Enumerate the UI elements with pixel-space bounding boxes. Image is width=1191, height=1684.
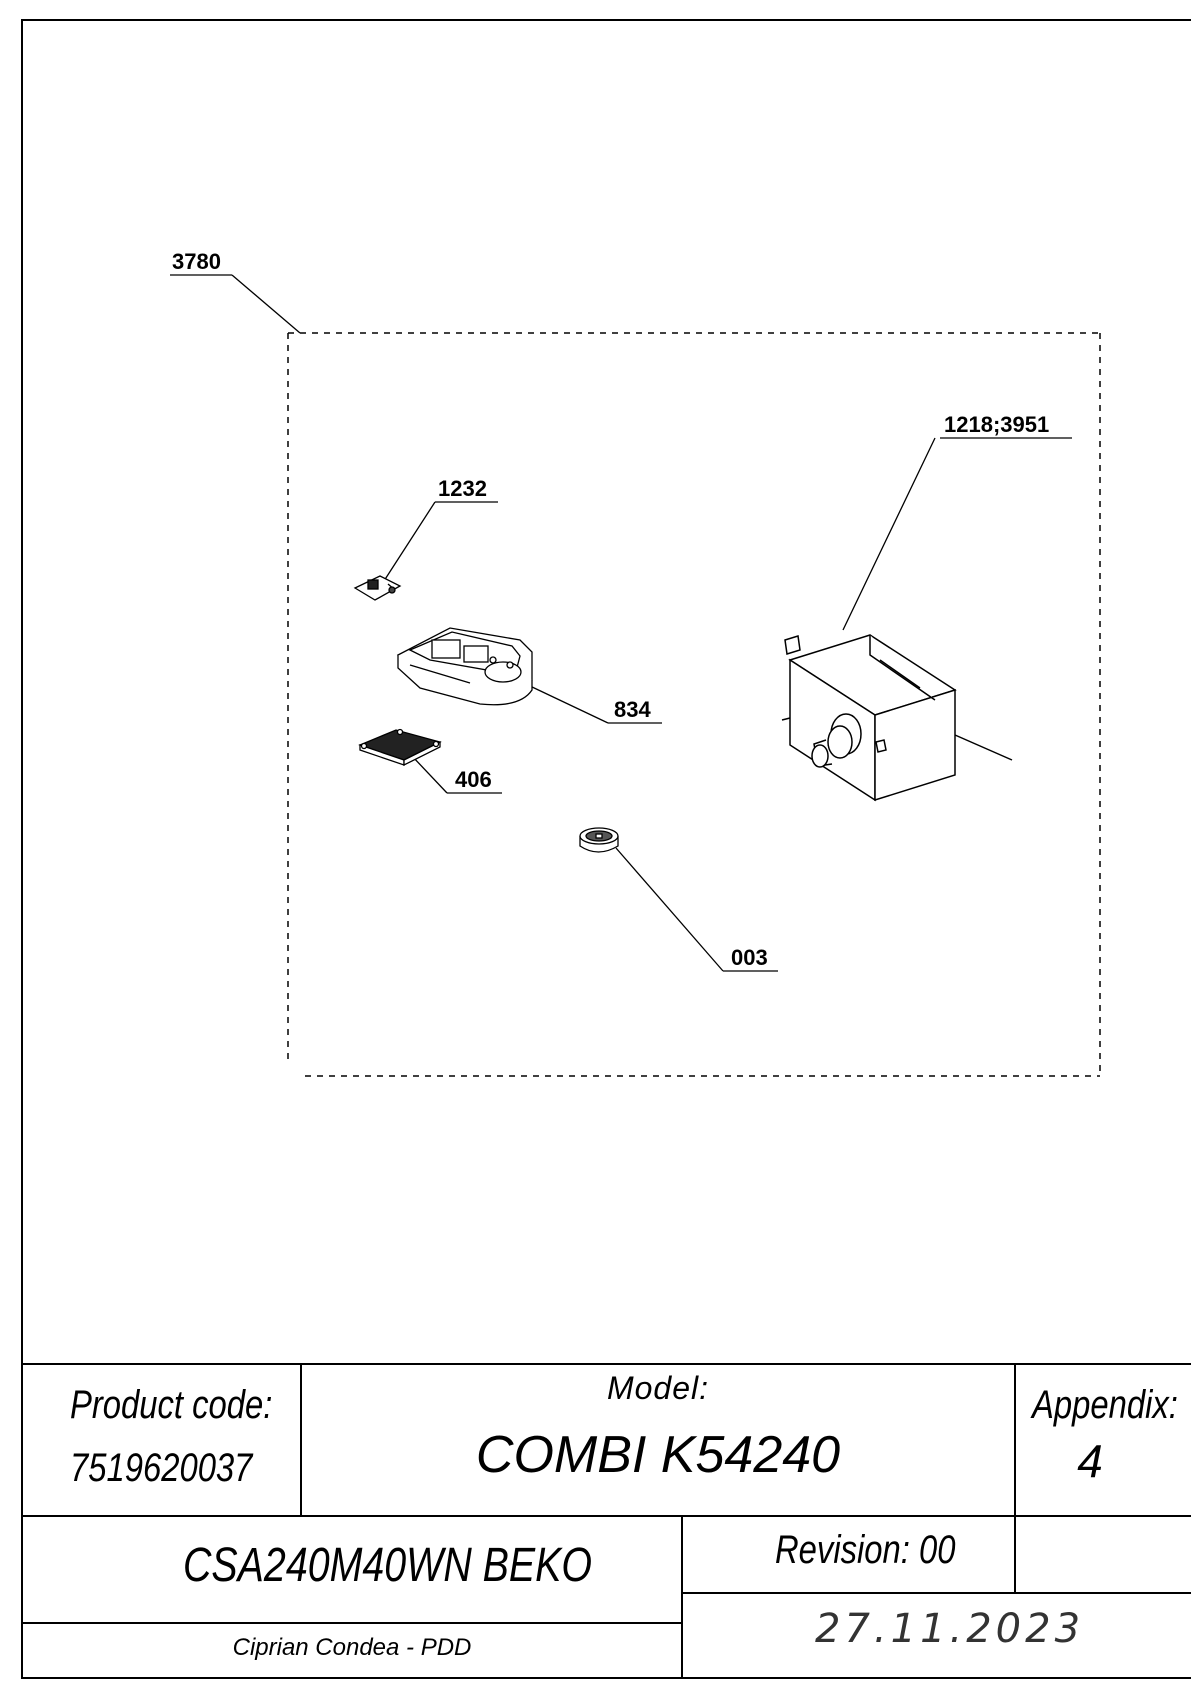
leader-lines <box>170 274 1072 972</box>
product-code-value: 7519620037 <box>70 1446 253 1490</box>
callout-003: 003 <box>731 945 768 970</box>
thermostat-part <box>781 634 1013 802</box>
appendix-value: 4 <box>1077 1435 1103 1487</box>
product-code-label: Product code: <box>70 1383 273 1427</box>
drawing-date: 27.11.2023 <box>815 1606 1085 1652</box>
callout-1218-3951: 1218;3951 <box>944 412 1050 437</box>
callout-834: 834 <box>614 697 651 722</box>
drawing-frame <box>21 19 1191 1679</box>
appendix-label: Appendix: <box>1032 1383 1178 1427</box>
switch-part <box>353 575 402 601</box>
callout-406: 406 <box>455 767 492 792</box>
author: Ciprian Condea - PDD <box>232 1634 472 1661</box>
callout-1232: 1232 <box>438 476 487 501</box>
model-value: COMBI K54240 <box>475 1426 841 1484</box>
grid-cover-part <box>358 728 442 767</box>
variant-code: CSA240M40WN BEKO <box>183 1539 593 1592</box>
assembly-boundary <box>287 332 1101 1077</box>
knob-part <box>579 827 619 853</box>
lamp-housing-part <box>396 627 533 706</box>
model-label: Model: <box>606 1370 710 1406</box>
title-block-lines <box>22 1363 1191 1678</box>
callout-3780: 3780 <box>172 249 221 274</box>
revision: Revision: 00 <box>775 1528 956 1572</box>
